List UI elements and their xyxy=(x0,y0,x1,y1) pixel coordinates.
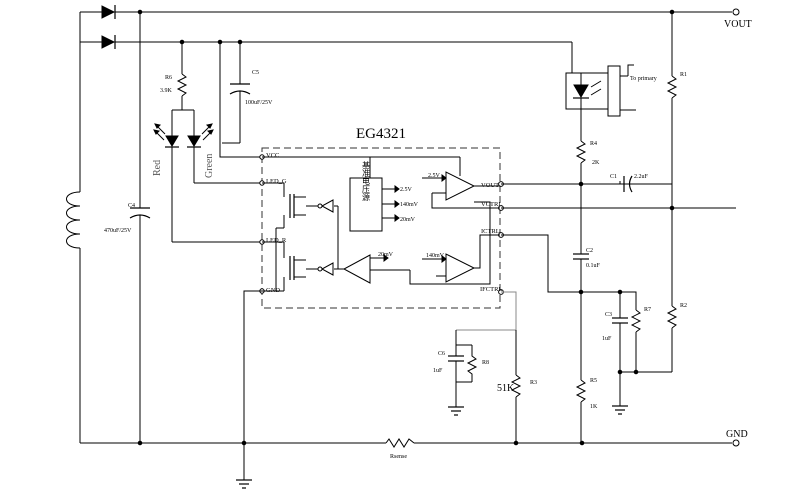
resistor-r1 xyxy=(666,9,678,184)
resistor-r3 xyxy=(510,330,522,443)
red-led xyxy=(153,110,262,243)
pin-ifctrl-label: IFCTRL xyxy=(480,286,502,293)
transformer-winding xyxy=(66,12,81,443)
pin-vctrl-label: VCTRL xyxy=(481,201,502,208)
vout-terminal[interactable] xyxy=(732,8,740,16)
r2-name: R2 xyxy=(680,303,687,309)
c4-value: 470uF/25V xyxy=(104,228,132,234)
mosfet-led-r xyxy=(262,241,318,292)
capacitor-c4 xyxy=(129,9,151,446)
ref-2v5: 2.5V xyxy=(400,187,413,193)
c1-value: 2.2uF xyxy=(634,174,649,180)
green-led xyxy=(187,110,262,184)
reference-block-label: 基准电压源 xyxy=(362,160,371,202)
voltage-error-amp xyxy=(422,171,500,209)
pin-led-g-label: LED_G xyxy=(266,178,287,185)
optocoupler-label: To primary xyxy=(630,76,657,82)
resistor-r6 xyxy=(172,39,194,111)
capacitor-c1 xyxy=(619,175,633,193)
r5-name: R5 xyxy=(590,378,597,384)
mosfet-led-g xyxy=(262,182,318,229)
c4-name: C4 xyxy=(128,203,135,209)
driver-comparator xyxy=(334,254,410,284)
amp-ref-140mv: 140mV xyxy=(426,253,445,259)
red-led-label: Red xyxy=(152,160,163,176)
amp-ref-2v5: 2.5V xyxy=(428,173,441,179)
resistor-r7 xyxy=(617,291,672,375)
capacitor-c5 xyxy=(229,39,251,143)
resistor-r5 xyxy=(575,292,587,443)
driver-ref-20mv: 20mV xyxy=(378,252,394,258)
current-error-amp xyxy=(409,201,500,285)
r4-name: R4 xyxy=(590,141,597,147)
rectifier-diode-second xyxy=(80,35,572,49)
ref-140mv: 140mV xyxy=(400,202,419,208)
c3-value: 1uF xyxy=(602,336,612,342)
capacitor-c3 xyxy=(612,289,628,415)
r3-name: R3 xyxy=(530,380,537,386)
c6-name: C6 xyxy=(438,351,445,357)
pin-vcc-label: VCC xyxy=(266,152,279,159)
resistor-r4 xyxy=(575,109,587,184)
vout-terminal-label: VOUT xyxy=(724,19,752,30)
c2-name: C2 xyxy=(586,248,593,254)
rsense-label: Rsense xyxy=(390,454,407,460)
rectifier-diode-top xyxy=(80,5,672,19)
ground-symbol-main xyxy=(236,479,252,489)
r8-name: R8 xyxy=(482,360,489,366)
gnd-terminal[interactable] xyxy=(732,439,740,447)
capacitor-c2 xyxy=(573,184,589,292)
c6-value: 1uF xyxy=(433,368,443,374)
c3-name: C3 xyxy=(605,312,612,318)
c5-name: C5 xyxy=(252,70,259,76)
r3-value: 51K xyxy=(497,383,515,394)
resistor-rsense xyxy=(385,438,415,448)
r7-name: R7 xyxy=(644,307,651,313)
r5-value: 1K xyxy=(590,404,598,410)
ref-20mv: 20mV xyxy=(400,217,416,223)
gnd-terminal-label: GND xyxy=(726,429,748,440)
optocoupler xyxy=(565,42,636,117)
r6-name: R6 xyxy=(165,75,172,81)
c2-value: 0.1uF xyxy=(586,263,601,269)
r1-name: R1 xyxy=(680,72,687,78)
c1-name: C1 xyxy=(610,174,617,180)
resistor-r2 xyxy=(666,208,678,372)
green-led-label: Green xyxy=(204,154,215,178)
r4-value: 2K xyxy=(592,160,600,166)
led-driver-buffers xyxy=(317,199,339,276)
c5-value: 100uF/25V xyxy=(245,100,273,106)
ic-outline xyxy=(261,147,501,309)
r6-value: 3.9K xyxy=(160,88,173,94)
ic-title: EG4321 xyxy=(356,126,406,142)
c6-r8-network xyxy=(448,330,478,416)
